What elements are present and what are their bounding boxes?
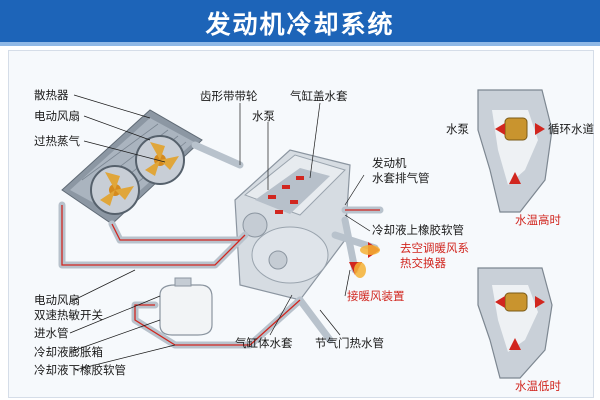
thermostat-low-temp-inset — [477, 267, 553, 379]
label-to-heater-2: 热交换器 — [400, 256, 446, 270]
label-lower-hose: 冷却液下橡胶软管 — [34, 363, 126, 377]
label-to-heater-1: 去空调暖风系 — [400, 241, 469, 255]
label-water-temp-low: 水温低时 — [515, 379, 561, 393]
label-expansion-tank: 冷却液膨胀箱 — [34, 345, 103, 359]
label-cylinder-head-jacket: 气缸盖水套 — [290, 89, 348, 103]
heat-glow — [354, 245, 380, 278]
electric-fan-illustration — [90, 135, 185, 215]
title-bar — [0, 0, 600, 42]
label-radiator: 散热器 — [34, 88, 69, 102]
leader-lines — [69, 94, 371, 371]
diagram-title: 发动机冷却系统 — [205, 10, 395, 39]
label-cylinder-block-jacket: 气缸体水套 — [235, 336, 293, 350]
label-thermostat-pipe: 节气门热水管 — [315, 336, 384, 350]
expansion-tank-illustration — [159, 277, 213, 336]
label-engine-jacket-outlet-2: 水套排气管 — [372, 171, 430, 185]
title-rule — [0, 42, 600, 46]
label-electric-fan: 电动风扇 — [34, 109, 80, 123]
label-water-temp-high: 水温高时 — [515, 213, 561, 227]
label-circulation-channel: 循环水道 — [548, 122, 594, 136]
label-engine-jacket-outlet-1: 发动机 — [372, 156, 407, 170]
label-from-heater: 接暖风装置 — [347, 289, 405, 303]
engine-block-illustration — [234, 149, 351, 301]
thermostat-high-temp-inset — [477, 89, 553, 213]
label-inset-water-pump: 水泵 — [446, 122, 469, 136]
label-fan-switch-1: 电动风扇 — [34, 293, 80, 307]
label-upper-hose: 冷却液上橡胶软管 — [372, 223, 464, 237]
label-timing-belt-pulley: 齿形带带轮 — [200, 89, 258, 103]
label-fan-switch-2: 双速热敏开关 — [34, 308, 103, 322]
label-inlet-pipe: 进水管 — [34, 326, 69, 340]
label-water-pump: 水泵 — [252, 109, 275, 123]
label-overheated-steam: 过热蒸气 — [34, 134, 80, 148]
